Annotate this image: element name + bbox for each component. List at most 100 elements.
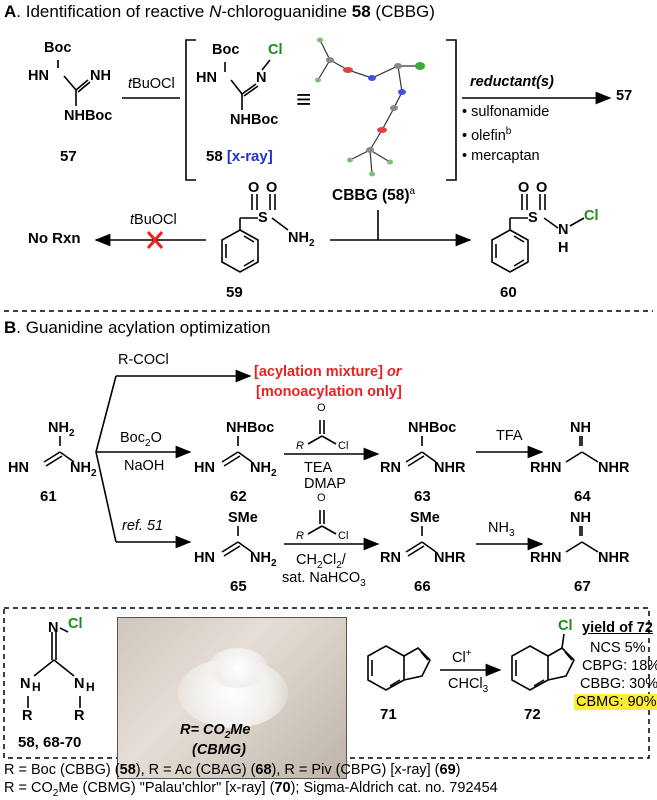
reductant-3-text: mercaptan xyxy=(471,148,540,164)
equiv-symbol: ≡ xyxy=(296,84,312,114)
footer-line-1: R = Boc (CBBG) (58), R = Ac (CBAG) (68),… xyxy=(4,762,461,778)
footer1-seg-4: ), R = Piv (CBPG) [x-ray] ( xyxy=(271,762,440,778)
reagent2-t: t xyxy=(130,212,135,228)
cmpd66-sme: SMe xyxy=(410,510,440,526)
reductant-2-text: olefin xyxy=(471,127,506,144)
cmpd71-label: 71 xyxy=(380,706,397,723)
dmap: DMAP xyxy=(304,476,346,492)
cmpd62-nh2: NH2 xyxy=(250,460,277,479)
acyl2-o: O xyxy=(317,492,326,504)
boc2o-sub: 2 xyxy=(145,437,151,449)
reagent-tbuocl: tBuOCl xyxy=(128,76,175,92)
cmpd61-nhb: NH xyxy=(70,460,91,476)
reductant-3: • mercaptan xyxy=(462,148,540,164)
footer1-seg-0: R = Boc (CBBG) ( xyxy=(4,762,120,778)
cmpd65-nh: NH xyxy=(250,550,271,566)
cmpd62-label: 62 xyxy=(230,488,247,505)
photo-label-1-sub: 2 xyxy=(224,729,231,741)
yield-cbmg: CBMG: 90% xyxy=(574,694,657,710)
cmpd60-label: 60 xyxy=(500,284,517,301)
cmpd61-nh2a: NH2 xyxy=(48,420,75,439)
boc2o-o: O xyxy=(150,430,162,446)
yield-title: yield of 72 xyxy=(582,620,653,636)
cmpd58-boc: Boc xyxy=(212,42,240,58)
cmpd58-label: 58 xyxy=(206,148,223,165)
nh3: NH3 xyxy=(488,520,515,539)
ch2cl2: CH2Cl2/ xyxy=(296,552,346,571)
title-mid: -chloroguanidine xyxy=(221,2,352,21)
cbbg-text: CBBG (58) xyxy=(332,187,410,205)
clplus-text: Cl xyxy=(452,649,466,666)
cmpd57-hn: HN xyxy=(28,68,49,84)
cmpd65-sme: SMe xyxy=(228,510,258,526)
section-letter-a: A xyxy=(4,2,17,21)
acyl1-o: O xyxy=(317,402,326,414)
nahco3: sat. NaHCO3 xyxy=(282,570,366,589)
ref51: ref. 51 xyxy=(122,518,164,534)
cmpd59-sub: 2 xyxy=(308,237,315,249)
cmpd61-nh2b: NH2 xyxy=(70,460,97,479)
chcl3-text: CHCl xyxy=(448,676,483,692)
cmpd58-n: N xyxy=(256,70,267,86)
acyl2-cl: Cl xyxy=(338,530,349,542)
cmpd64-nhr: NHR xyxy=(598,460,630,476)
generic-r1: R xyxy=(22,708,33,724)
nahco3-text: sat. NaHCO xyxy=(282,570,361,586)
cmpd58-hn: HN xyxy=(196,70,217,86)
section-a-title: A. Identification of reactive N-chlorogu… xyxy=(4,2,435,22)
footer1-seg-6: ) xyxy=(455,762,461,778)
cmpd67-rhn: RHN xyxy=(530,550,562,566)
acyl-mix-2: [monoacylation only] xyxy=(256,384,402,400)
cmpd57-boc: Boc xyxy=(44,40,72,56)
yield-ncs: NCS 5% xyxy=(590,640,646,656)
cmpd66-label: 66 xyxy=(414,578,431,595)
clplus: Cl+ xyxy=(452,648,472,666)
cbbg-sup: a xyxy=(409,186,416,197)
reductant-2: • olefinb xyxy=(462,126,512,144)
title-suffix: (CBBG) xyxy=(370,2,435,21)
acyl1-r: R xyxy=(296,440,304,452)
cmpd63-nhr: NHR xyxy=(434,460,466,476)
footer2-seg-2: Me (CBMG) "Palau'chlor" [x-ray] ( xyxy=(58,780,275,796)
generic-label: 58, 68-70 xyxy=(18,734,82,751)
photo-label-1: R= CO2Me xyxy=(180,722,250,741)
crystal-top xyxy=(208,648,268,688)
cmpd63-label: 63 xyxy=(414,488,431,505)
yield-cbpg: CBPG: 18% xyxy=(582,658,657,674)
cmpd62-nh: NH xyxy=(250,460,271,476)
generic-h2: H xyxy=(86,680,95,694)
generic-r2: R xyxy=(74,708,85,724)
acyl-mixture: [acylation mixture] or xyxy=(254,364,401,380)
reductants-title: reductant(s) xyxy=(470,74,554,90)
naoh: NaOH xyxy=(124,458,165,474)
cmpd62-hn: HN xyxy=(194,460,215,476)
cmpd59-nh2: NH2 xyxy=(288,230,315,249)
cmpd59-o1: O xyxy=(248,180,260,196)
footer2-seg-0: R = CO xyxy=(4,780,53,796)
tea: TEA xyxy=(304,460,333,476)
cmpd58-cl: Cl xyxy=(268,42,283,58)
cmpd63-rn: RN xyxy=(380,460,401,476)
reductant-1-text: sulfonamide xyxy=(471,104,550,120)
ch2cl2-a: CH xyxy=(296,552,317,568)
cmpd59-o2: O xyxy=(266,180,278,196)
cmpd66-nhr: NHR xyxy=(434,550,466,566)
cmpd57-nh: NH xyxy=(90,68,111,84)
nh3-text: NH xyxy=(488,520,509,536)
footer1-seg-2: ), R = Ac (CBAG) ( xyxy=(135,762,256,778)
cmpd61-nha: NH xyxy=(48,420,69,436)
reagent2-tbuocl: tBuOCl xyxy=(130,212,177,228)
product-57: 57 xyxy=(616,88,633,104)
chcl3: CHCl3 xyxy=(448,676,489,695)
olefin-sup: b xyxy=(505,126,512,137)
boc2o-text: Boc xyxy=(120,430,145,446)
cmpd57-label: 57 xyxy=(60,148,77,165)
generic-cl: Cl xyxy=(68,616,83,632)
boc2o: Boc2O xyxy=(120,430,162,449)
reagent-rest: BuOCl xyxy=(132,76,175,92)
cmpd60-o1: O xyxy=(518,180,530,196)
section-b-title: B. Guanidine acylation optimization xyxy=(4,318,270,338)
cmpd64-rhn: RHN xyxy=(530,460,562,476)
cmpd67-label: 67 xyxy=(574,578,591,595)
cmpd72-cl: Cl xyxy=(558,618,573,634)
